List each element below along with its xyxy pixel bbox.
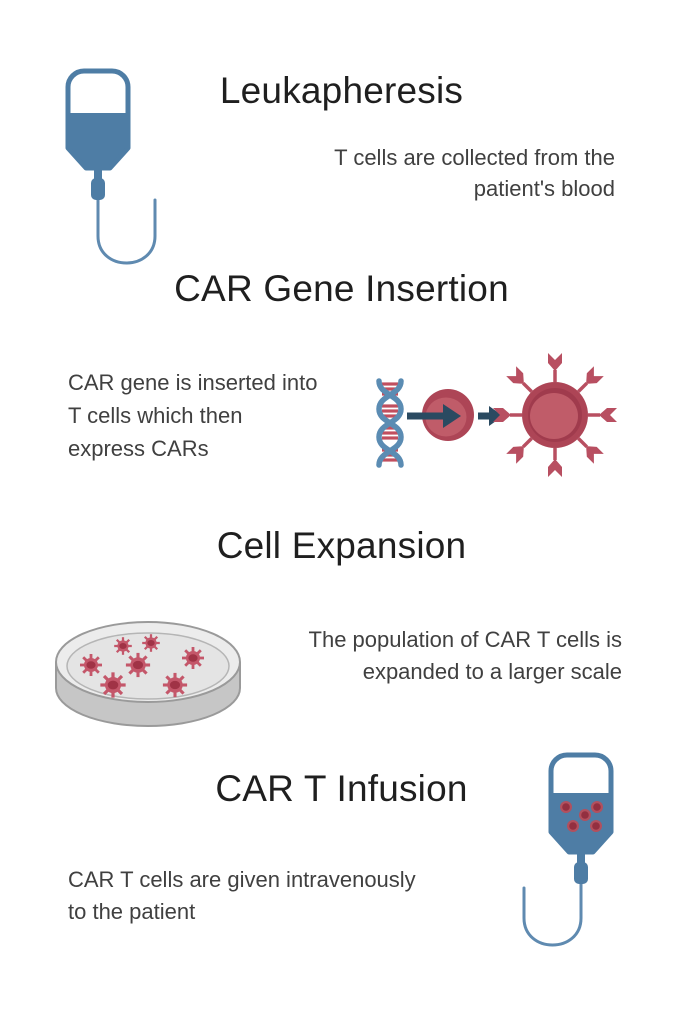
iv-tube: [96, 196, 157, 265]
iv-drip-chamber: [91, 178, 105, 200]
iv-drip-chamber: [574, 862, 588, 884]
description-line: expanded to a larger scale: [362, 659, 622, 684]
car-receptors: [493, 353, 617, 477]
section-title-car-t-infusion: CAR T Infusion: [215, 768, 468, 809]
description-line: The population of CAR T cells is: [308, 627, 622, 652]
iv-tube: [522, 880, 583, 947]
iv-bag-neck: [577, 852, 585, 864]
dna-icon: [376, 378, 404, 468]
section-title-leukapheresis: Leukapheresis: [219, 70, 464, 111]
iv-bag-neck: [94, 168, 102, 180]
car-gene-insertion-illustration: [376, 353, 617, 477]
description-line: express CARs: [68, 436, 209, 461]
arrow-icon: [407, 404, 461, 428]
section-description-cell-expansion: The population of CAR T cells is expande…: [309, 624, 622, 688]
iv-bag-outline: [65, 68, 131, 171]
arrow-icon: [478, 406, 503, 426]
petri-dish-icon: [55, 621, 241, 727]
section-title-car-gene-insertion: CAR Gene Insertion: [174, 268, 509, 309]
description-line: patient's blood: [473, 176, 615, 201]
dish-cells: [80, 634, 204, 698]
description-line: CAR gene is inserted into: [68, 370, 318, 395]
description-line: CAR T cells are given intravenously: [68, 867, 416, 892]
iv-bag-icon: [65, 68, 157, 265]
car-t-infusion-bag-icon: [522, 752, 614, 947]
description-line: T cells which then: [68, 403, 243, 428]
section-description-car-gene-insertion: CAR gene is inserted into T cells which …: [68, 366, 317, 465]
section-description-leukapheresis: T cells are collected from the patient's…: [334, 142, 615, 204]
dna-strands: [376, 378, 404, 468]
section-description-car-t-infusion: CAR T cells are given intravenously to t…: [68, 864, 416, 928]
iv-bag-outline: [548, 752, 614, 855]
description-line: T cells are collected from the: [334, 145, 615, 170]
car-t-cells-in-bag: [560, 801, 603, 832]
car-t-cell-icon: [493, 353, 617, 477]
description-line: to the patient: [68, 899, 196, 924]
section-title-cell-expansion: Cell Expansion: [216, 525, 467, 566]
